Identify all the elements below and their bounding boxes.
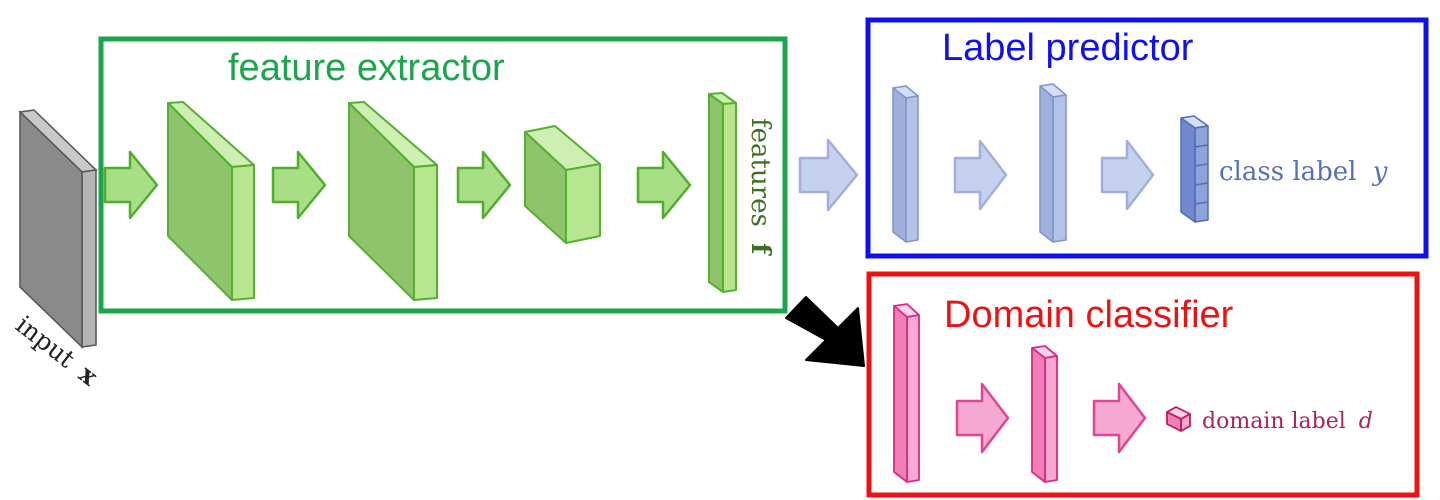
input-symbol: x [74,359,104,392]
feature-arrow-2 [271,150,327,220]
domain-output-cube [1166,406,1191,432]
class-output-vector [1180,115,1209,223]
feature-extractor-box [98,36,788,314]
arrow-to-label-predictor [798,138,859,212]
class-label-text: class label [1219,157,1357,187]
input-layer [18,109,98,349]
domain-arrow-1 [955,382,1010,454]
domain-label-text: domain label [1202,409,1346,434]
domain-label: domain label d [1202,409,1373,434]
class-label: class label y [1219,157,1388,187]
domain-layer-1 [893,303,920,483]
arrow-to-domain-classifier [785,296,865,367]
features-symbol: f [745,243,775,256]
domain-arrow-2 [1092,382,1147,454]
feature-vector-layer [708,92,737,293]
conv-layer-1 [167,101,255,301]
label-predictor-title: Label predictor [942,27,1194,69]
label-layer-1 [892,85,919,243]
conv-layer-2 [348,101,438,301]
class-label-symbol: y [1372,157,1388,187]
domain-classifier-title: Domain classifier [944,294,1234,336]
feature-arrow-3 [456,150,512,220]
label-predictor-box [865,17,1429,259]
features-label: features f [745,118,775,256]
domain-label-symbol: d [1359,409,1373,434]
feature-arrow-1 [103,150,159,220]
feature-arrow-4 [636,150,692,220]
domain-layer-2 [1031,345,1058,483]
feature-extractor-title: feature extractor [228,47,505,89]
label-arrow-1 [953,139,1008,211]
domain-classifier-box [866,271,1420,498]
label-layer-2 [1039,83,1067,243]
label-arrow-2 [1100,139,1155,211]
conv-layer-3 [524,125,601,244]
features-text: features [745,118,775,227]
